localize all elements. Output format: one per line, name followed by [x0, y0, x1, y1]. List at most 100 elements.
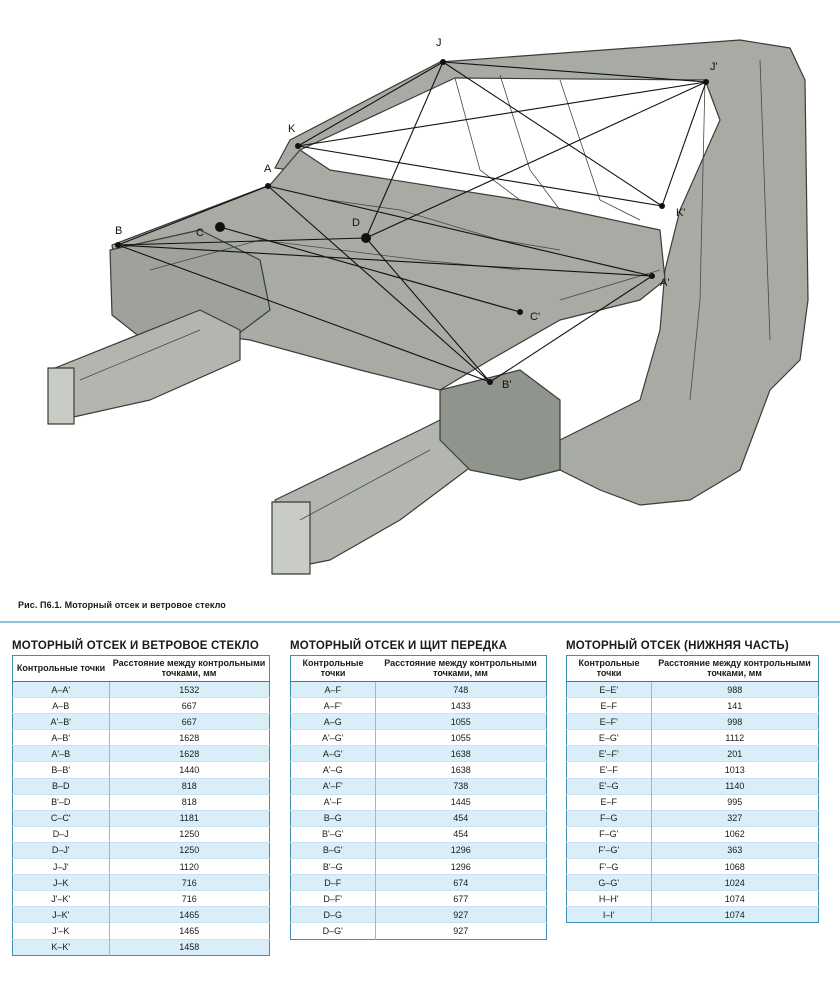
point-C-label: C — [196, 227, 204, 239]
column-header-distance: Расстояние между контрольными точками, м… — [375, 655, 547, 682]
section-firewall: МОТОРНЫЙ ОТСЕК И ЩИТ ПЕРЕДКА Контрольные… — [290, 640, 547, 940]
distance-cell: 667 — [109, 713, 270, 730]
table-row: A'–B'667 — [12, 713, 270, 730]
distance-table: Контрольные точки Расстояние между контр… — [12, 655, 270, 956]
control-points-cell: F–G — [566, 809, 652, 827]
body-shell — [47, 39, 809, 575]
control-points-cell: J–K' — [12, 906, 110, 923]
point-J-label: J — [436, 37, 442, 49]
table-row: A'–F'738 — [290, 777, 547, 795]
table-row: E–F'998 — [566, 713, 819, 730]
table-row: H–H'1074 — [566, 890, 819, 907]
distance-cell: 1465 — [109, 922, 270, 939]
figure-caption: Рис. П6.1. Моторный отсек и ветровое сте… — [18, 600, 226, 610]
measurement-lines — [117, 61, 707, 383]
point-K-prime-label: K' — [676, 207, 685, 219]
control-points-cell: J'–K' — [12, 890, 110, 907]
control-points-cell: D–J — [12, 825, 110, 843]
distance-cell: 1628 — [109, 745, 270, 762]
distance-cell: 927 — [375, 922, 547, 939]
column-header-points: Контрольные точки — [290, 655, 375, 682]
control-points-cell: A–G — [290, 713, 376, 730]
distance-cell: 363 — [651, 841, 819, 859]
distance-cell: 141 — [651, 697, 819, 714]
distance-cell: 1062 — [651, 825, 819, 843]
control-points-cell: D–J' — [12, 841, 110, 859]
distance-cell: 201 — [651, 745, 819, 762]
control-points-cell: B–D — [12, 777, 110, 795]
control-points-cell: E–F — [566, 697, 652, 714]
control-points-cell: D–F — [290, 874, 376, 891]
distance-cell: 1445 — [375, 793, 547, 811]
table-row: A–B'1628 — [12, 729, 270, 746]
distance-cell: 1068 — [651, 858, 819, 875]
distance-cell: 1458 — [109, 938, 270, 956]
distance-cell: 454 — [375, 825, 547, 843]
point-B-prime-label: B' — [502, 379, 511, 391]
point-K-prime-marker — [659, 203, 665, 209]
control-points-cell: A–A' — [12, 680, 110, 698]
control-points-cell: B'–G — [290, 858, 376, 875]
table-row: B–B'1440 — [12, 761, 270, 779]
distance-cell: 716 — [109, 890, 270, 907]
control-points-cell: E–G' — [566, 729, 652, 746]
control-points-cell: E–F — [566, 793, 652, 811]
table-row: E–E'988 — [566, 680, 819, 698]
control-points-cell: A'–G' — [290, 729, 376, 746]
point-B-prime-marker — [487, 379, 493, 385]
distance-cell: 677 — [375, 890, 547, 907]
point-K-label: K — [288, 123, 296, 135]
distance-cell: 1181 — [109, 809, 270, 827]
point-D-label: D — [352, 217, 360, 229]
table-row: F'–G'363 — [566, 841, 819, 859]
control-points-cell: B'–G' — [290, 825, 376, 843]
control-points-cell: A'–F' — [290, 777, 376, 795]
control-points-cell: J–J' — [12, 858, 110, 875]
control-points-cell: B–G' — [290, 841, 376, 859]
table-row: D–J'1250 — [12, 841, 270, 859]
control-points — [115, 59, 709, 385]
section-title: МОТОРНЫЙ ОТСЕК (НИЖНЯЯ ЧАСТЬ) — [566, 640, 789, 652]
distance-cell: 667 — [109, 697, 270, 714]
point-A-prime-label: A' — [660, 277, 669, 289]
table-row: K–K'1458 — [12, 938, 270, 956]
table-row: E–G'1112 — [566, 729, 819, 746]
distance-cell: 1055 — [375, 729, 547, 746]
table-row: C–C'1181 — [12, 809, 270, 827]
control-points-cell: A–F' — [290, 697, 376, 714]
control-points-cell: A'–G — [290, 761, 376, 779]
control-points-cell: A–F — [290, 680, 376, 698]
point-B-marker — [115, 242, 121, 248]
distance-cell: 716 — [109, 874, 270, 891]
distance-cell: 1638 — [375, 745, 547, 762]
table-row: D–G'927 — [290, 922, 547, 939]
section-title: МОТОРНЫЙ ОТСЕК И ВЕТРОВОЕ СТЕКЛО — [12, 640, 259, 652]
distance-cell: 1112 — [651, 729, 819, 746]
distance-cell: 1250 — [109, 825, 270, 843]
control-points-cell: F'–G' — [566, 841, 652, 859]
distance-cell: 1296 — [375, 858, 547, 875]
distance-cell: 1296 — [375, 841, 547, 859]
control-points-cell: E–E' — [566, 680, 652, 698]
control-points-cell: A'–F — [290, 793, 376, 811]
control-points-cell: G–G' — [566, 874, 652, 891]
control-points-cell: F–G' — [566, 825, 652, 843]
table-row: B–G'1296 — [290, 841, 547, 859]
control-points-cell: A'–B — [12, 745, 110, 762]
distance-cell: 995 — [651, 793, 819, 811]
section-windshield: МОТОРНЫЙ ОТСЕК И ВЕТРОВОЕ СТЕКЛО Контрол… — [12, 640, 270, 956]
